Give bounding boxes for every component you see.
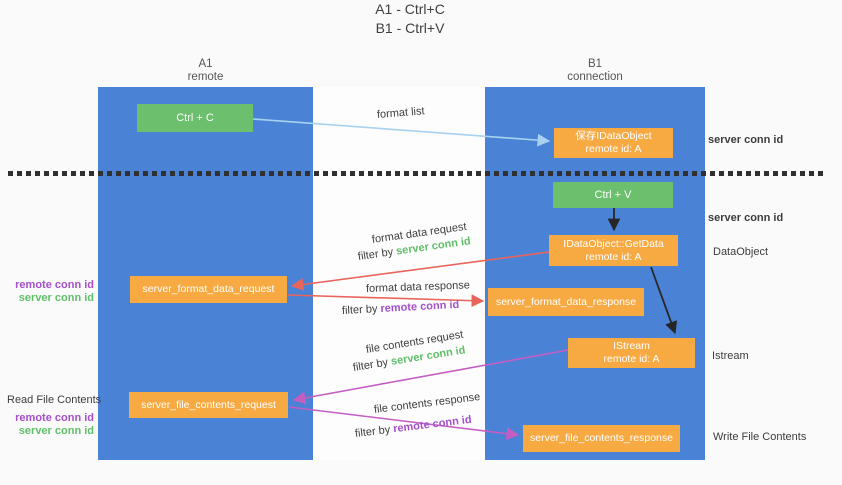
node-server-format-data-request-label: server_format_data_request [142,283,275,295]
lane-header-b1: B1 connection [485,58,705,84]
annotation-server-conn-id-midleft: server conn id [18,292,94,304]
node-server-format-data-response-label: server_format_data_response [495,295,637,308]
node-ctrl-v: Ctrl + V [553,182,673,208]
lane-a1-subtitle: remote [187,71,224,83]
node-server-file-contents-response: server_file_contents_response [523,425,680,452]
annotation-remote-conn-id-mid: remote conn id [15,279,94,291]
annotation-remote-conn-id-bottom: remote conn id [15,412,94,424]
node-idataobject-getdata: IDataObject::GetData remote id: A [549,235,678,266]
annotation-read-file-contents: Read File Contents [7,394,102,406]
node-ctrl-v-label: Ctrl + V [594,188,632,201]
lane-b1-subtitle: connection [567,71,623,83]
node-server-format-data-response: server_format_data_response [488,288,644,316]
annotation-dataobject: DataObject [713,246,769,258]
annotation-server-conn-id-top: server conn id [708,134,784,146]
node-save-idataobject: 保存IDataObject remote id: A [554,128,673,158]
node-server-file-contents-request: server_file_contents_request [129,392,288,418]
node-ctrl-c: Ctrl + C [137,104,253,132]
node-ctrl-c-label: Ctrl + C [176,111,214,124]
annotation-left-bottom-keys: remote conn id server conn id [4,412,94,438]
title-line-1: A1 - Ctrl+C [375,1,445,17]
title-line-2: B1 - Ctrl+V [375,20,445,36]
filter-by-text: filter by [341,303,378,317]
annotation-write-file-contents: Write File Contents [713,431,807,443]
page-title: A1 - Ctrl+C B1 - Ctrl+V [0,0,820,38]
annotation-server-conn-id-bottom: server conn id [18,425,94,437]
node-istream-line2: remote id: A [603,353,660,365]
lane-b1-name: B1 [587,58,603,70]
node-server-format-data-request: server_format_data_request [130,276,287,303]
node-server-file-contents-request-label: server_file_contents_request [141,398,276,411]
lane-header-a1: A1 remote [98,58,313,84]
annotation-left-mid-keys: remote conn id server conn id [4,279,94,305]
node-istream-line1: IStream [613,340,650,352]
node-idataobject-getdata-line2: remote id: A [585,250,642,263]
phase-separator-dotted-line [8,171,826,176]
node-save-idataobject-line1: 保存IDataObject [575,130,652,142]
node-server-file-contents-response-label: server_file_contents_response [529,432,673,444]
annotation-server-conn-id-mid: server conn id [708,212,784,224]
node-idataobject-getdata-line1: IDataObject::GetData [563,237,664,250]
node-istream: IStream remote id: A [568,338,695,368]
annotation-istream: Istream [712,350,749,362]
lane-a1-name: A1 [198,58,213,70]
node-save-idataobject-line2: remote id: A [585,143,642,155]
